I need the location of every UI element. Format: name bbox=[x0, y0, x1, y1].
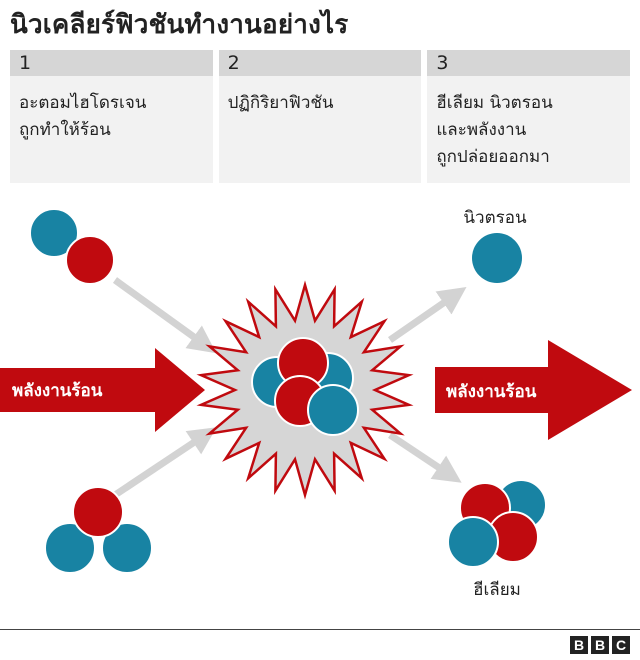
hydrogen-atom-bottom bbox=[44, 486, 153, 574]
input-arrow-top bbox=[112, 277, 217, 354]
page-title: นิวเคลียร์ฟิวชันทำงานอย่างไร bbox=[10, 10, 349, 40]
hydrogen-atom-top bbox=[29, 208, 115, 285]
step-3: 3 ฮีเลียม นิวตรอน และพลังงาน ถูกปล่อยออก… bbox=[427, 50, 631, 183]
output-arrow-helium bbox=[388, 432, 462, 483]
helium-nucleus bbox=[447, 479, 547, 568]
heat-in-arrow: พลังงานร้อน bbox=[0, 348, 205, 432]
steps-table: 1 อะตอมไฮโดรเจน ถูกทำให้ร้อน 2 ปฏิกิริยา… bbox=[10, 50, 631, 183]
proton-particle bbox=[72, 486, 124, 538]
step-description: ฮีเลียม นิวตรอน และพลังงาน ถูกปล่อยออกมา bbox=[427, 76, 631, 183]
heat-out-arrow: พลังงานร้อน bbox=[435, 340, 632, 440]
step-number: 2 bbox=[218, 50, 422, 76]
step-number: 1 bbox=[10, 50, 213, 76]
fusing-nucleus bbox=[251, 337, 359, 436]
released-neutron bbox=[472, 233, 522, 283]
step-1: 1 อะตอมไฮโดรเจน ถูกทำให้ร้อน bbox=[10, 50, 213, 183]
step-2: 2 ปฏิกิริยาฟิวชัน bbox=[218, 50, 422, 183]
neutron-particle bbox=[44, 522, 96, 574]
proton-particle bbox=[65, 235, 115, 285]
helium-label: ฮีเลียม bbox=[473, 580, 521, 600]
neutron-particle bbox=[447, 516, 499, 568]
neutron-particle bbox=[307, 384, 359, 436]
step-description: ปฏิกิริยาฟิวชัน bbox=[218, 76, 422, 183]
output-arrow-neutron bbox=[388, 287, 467, 343]
footer-divider bbox=[0, 629, 640, 630]
bbc-logo: B B C bbox=[570, 636, 630, 654]
neutron-particle bbox=[101, 522, 153, 574]
fusion-diagram: นิวตรอน ฮีเลียม พลังงานร้อน พลังงานร้อน bbox=[0, 208, 632, 600]
neutron-label: นิวตรอน bbox=[463, 208, 527, 228]
logo-letter: C bbox=[612, 636, 630, 654]
heat-in-label: พลังงานร้อน bbox=[12, 381, 103, 401]
neutron-particle bbox=[29, 208, 79, 258]
step-number: 3 bbox=[427, 50, 631, 76]
logo-letter: B bbox=[570, 636, 588, 654]
heat-out-label: พลังงานร้อน bbox=[446, 382, 537, 402]
logo-letter: B bbox=[591, 636, 609, 654]
input-arrow-bottom bbox=[113, 427, 217, 498]
step-description: อะตอมไฮโดรเจน ถูกทำให้ร้อน bbox=[10, 76, 213, 183]
